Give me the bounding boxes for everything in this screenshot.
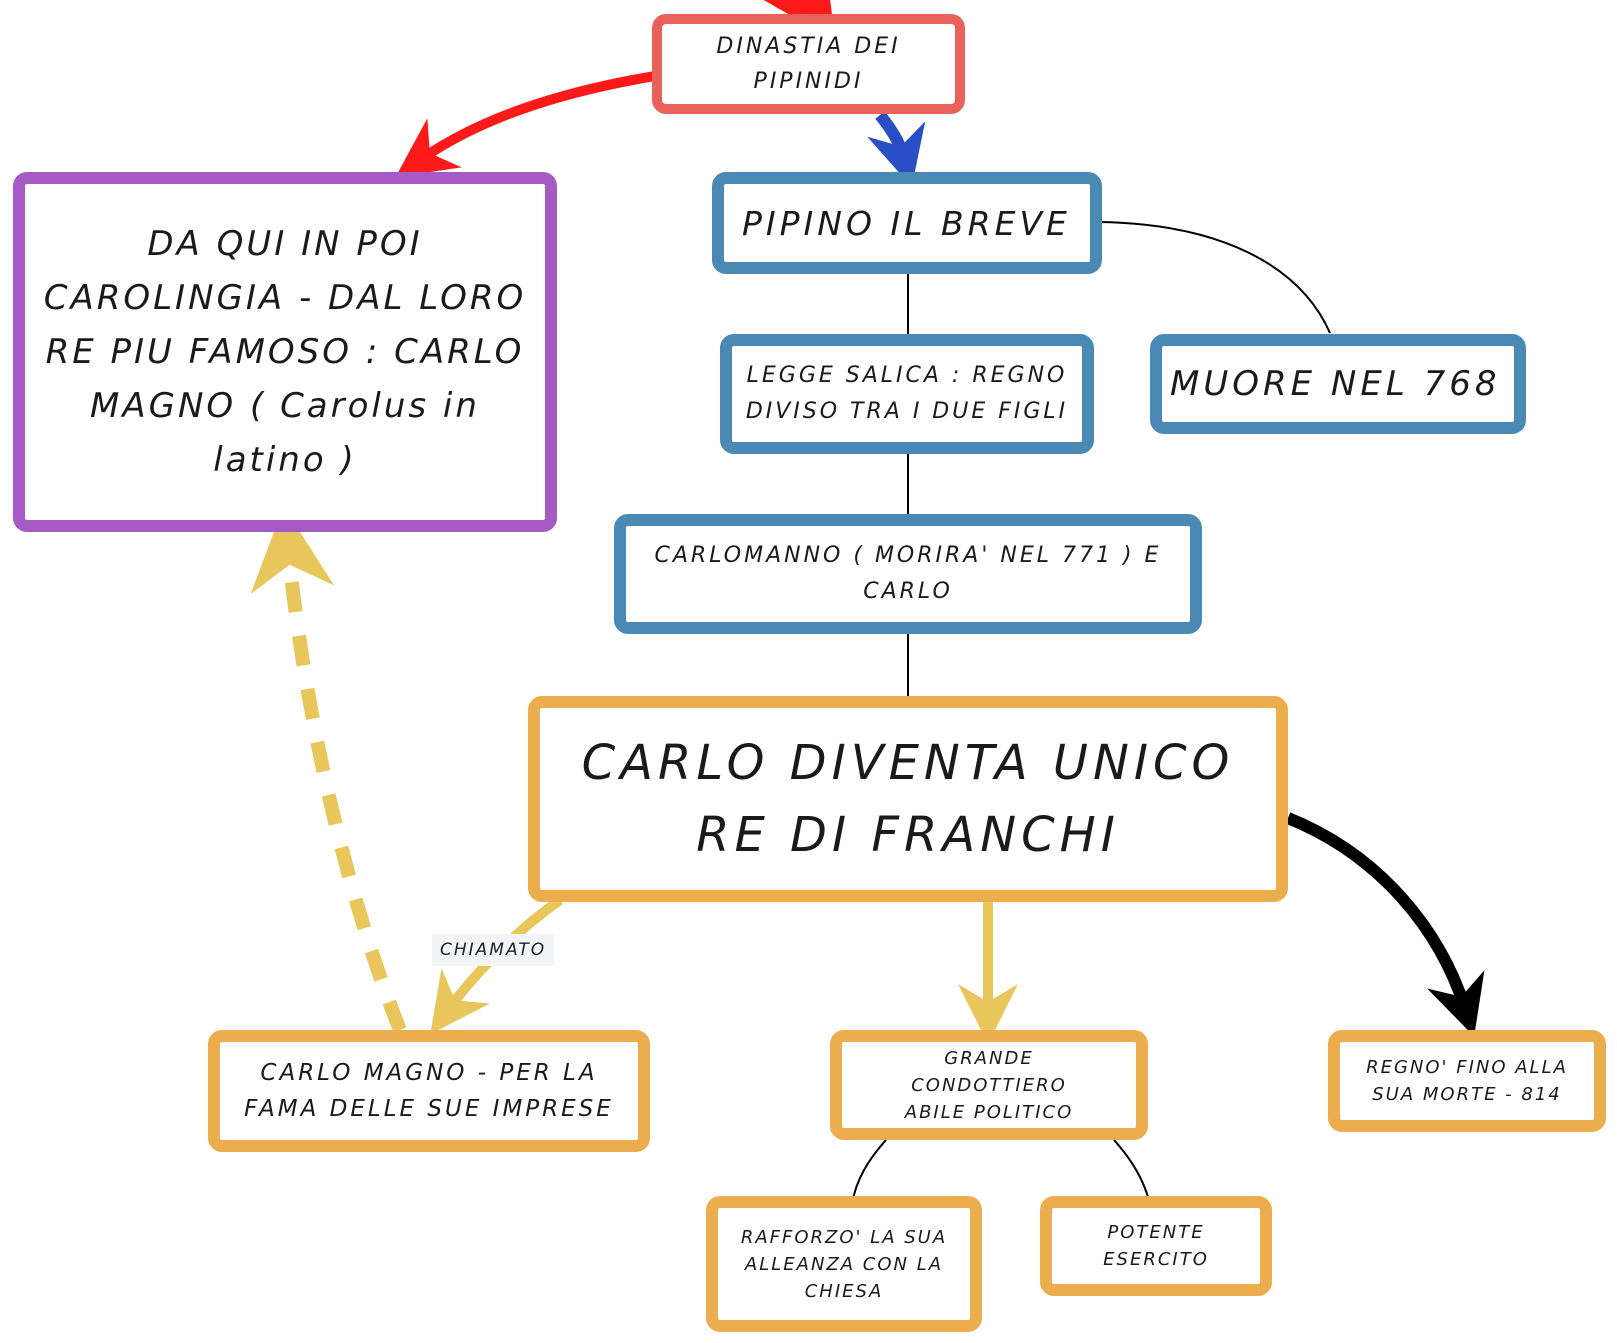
node-potente-esercito[interactable]: POTENTE ESERCITO bbox=[1040, 1196, 1272, 1296]
node-carlo-magno[interactable]: CARLO MAGNO - PER LA FAMA DELLE SUE IMPR… bbox=[208, 1030, 650, 1152]
node-condottiero-label: GRANDE CONDOTTIERO ABILE POLITICO bbox=[904, 1047, 1074, 1123]
node-carlo-re-label: CARLO DIVENTA UNICO RE DI FRANCHI bbox=[581, 735, 1235, 863]
node-dinastia-label: DINASTIA DEI PIPINIDI bbox=[716, 34, 901, 94]
node-carlomanno-label: CARLOMANNO ( MORIRA' NEL 771 ) E CARLO bbox=[654, 543, 1162, 604]
edge-condottiero-esercito bbox=[1113, 1139, 1151, 1205]
edge-condottiero-rafforzo bbox=[851, 1139, 887, 1205]
node-muore-nel-768[interactable]: MUORE NEL 768 bbox=[1150, 334, 1526, 434]
node-pipino-il-breve[interactable]: PIPINO IL BREVE bbox=[712, 172, 1102, 274]
edge-pipino-muore bbox=[1099, 221, 1331, 334]
node-carolingia[interactable]: DA QUI IN POI CAROLINGIA - DAL LORO RE P… bbox=[13, 172, 557, 532]
edge-dinastia-carolingia bbox=[395, 71, 656, 178]
node-regno-fino-morte[interactable]: REGNO' FINO ALLA SUA MORTE - 814 bbox=[1328, 1030, 1606, 1132]
node-esercito-label: POTENTE ESERCITO bbox=[1103, 1222, 1209, 1270]
node-rafforzo-alleanza[interactable]: RAFFORZO' LA SUA ALLEANZA CON LA CHIESA bbox=[706, 1196, 982, 1332]
node-grande-condottiero[interactable]: GRANDE CONDOTTIERO ABILE POLITICO bbox=[830, 1030, 1148, 1140]
node-muore-label: MUORE NEL 768 bbox=[1170, 364, 1501, 404]
edge-dinastia-pipino bbox=[867, 111, 926, 187]
node-legge-label: LEGGE SALICA : REGNO DIVISO TRA I DUE FI… bbox=[745, 363, 1069, 424]
node-rafforzo-label: RAFFORZO' LA SUA ALLEANZA CON LA CHIESA bbox=[740, 1226, 948, 1302]
edge-label-chiamato: CHIAMATO bbox=[432, 934, 555, 966]
node-carolingia-label: DA QUI IN POI CAROLINGIA - DAL LORO RE P… bbox=[43, 224, 527, 480]
edge-carlo-re-regno bbox=[1285, 812, 1485, 1037]
edge-carlo-magno-carolingia bbox=[250, 506, 407, 1033]
node-dinastia-dei-pipinidi[interactable]: DINASTIA DEI PIPINIDI bbox=[652, 14, 965, 114]
node-carlomanno[interactable]: CARLOMANNO ( MORIRA' NEL 771 ) E CARLO bbox=[614, 514, 1202, 634]
node-legge-salica[interactable]: LEGGE SALICA : REGNO DIVISO TRA I DUE FI… bbox=[720, 334, 1094, 454]
node-carlo-magno-label: CARLO MAGNO - PER LA FAMA DELLE SUE IMPR… bbox=[244, 1060, 614, 1122]
node-regno-label: REGNO' FINO ALLA SUA MORTE - 814 bbox=[1366, 1057, 1568, 1105]
node-carlo-unico-re[interactable]: CARLO DIVENTA UNICO RE DI FRANCHI bbox=[528, 696, 1288, 902]
node-pipino-label: PIPINO IL BREVE bbox=[742, 203, 1071, 243]
red-top-arrow bbox=[753, 0, 836, 41]
